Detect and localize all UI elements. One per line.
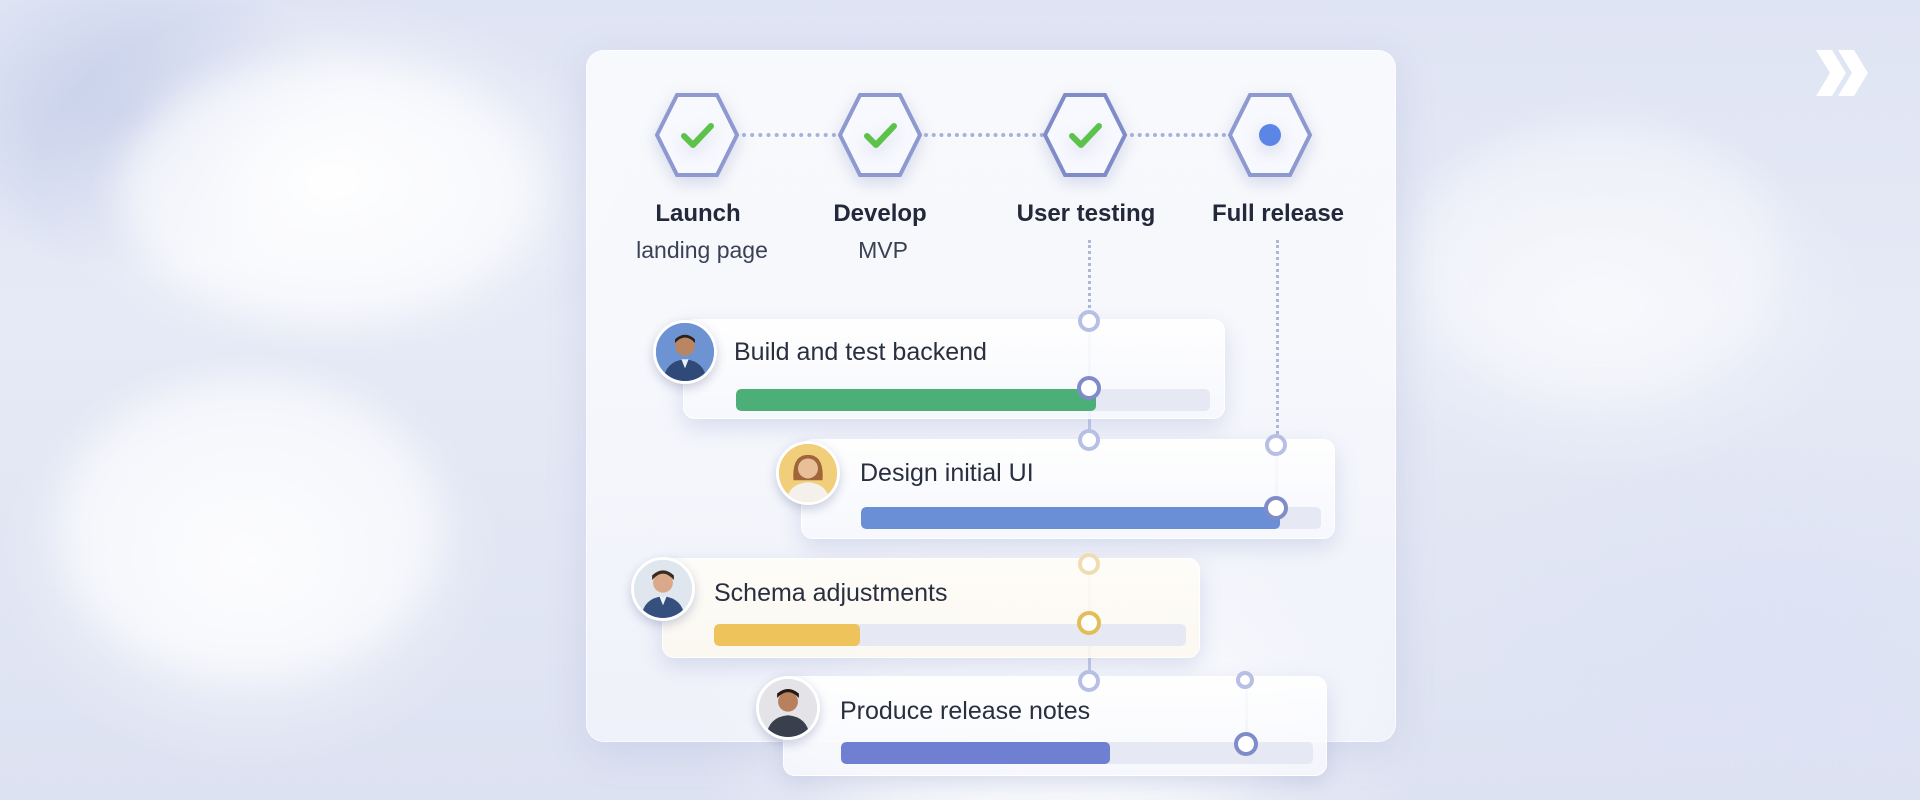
background-cloud xyxy=(60,380,440,680)
double-chevron-right-icon[interactable] xyxy=(1812,46,1872,100)
timeline-node[interactable] xyxy=(1265,434,1287,456)
milestone-guide-user-testing xyxy=(1088,240,1091,320)
timeline-node[interactable] xyxy=(1236,671,1254,689)
task-progress-fill xyxy=(714,624,861,646)
task-progress-track xyxy=(714,624,1186,646)
task-progress-track xyxy=(841,742,1313,764)
milestone-launch[interactable] xyxy=(653,91,741,179)
task-label: Schema adjustments xyxy=(714,579,948,607)
task-label: Design initial UI xyxy=(860,459,1034,487)
milestone-title: User testing xyxy=(1016,200,1156,227)
task-progress-fill xyxy=(841,742,1111,764)
task-label: Build and test backend xyxy=(734,338,987,366)
timeline-node[interactable] xyxy=(1078,429,1100,451)
timeline-node-progress[interactable] xyxy=(1264,496,1288,520)
timeline-node[interactable] xyxy=(1078,310,1100,332)
timeline-node-progress[interactable] xyxy=(1234,732,1258,756)
check-icon xyxy=(681,123,714,148)
task-progress-track xyxy=(736,389,1210,411)
check-icon xyxy=(1069,123,1102,148)
milestone-connector xyxy=(1130,133,1226,137)
task-label: Produce release notes xyxy=(840,697,1091,725)
milestone-connector xyxy=(924,133,1044,137)
check-icon xyxy=(864,123,897,148)
timeline-node[interactable] xyxy=(1078,670,1100,692)
milestone-guide-full-release xyxy=(1276,240,1279,445)
milestone-subtitle: MVP xyxy=(858,237,908,263)
task-progress-fill xyxy=(736,389,1097,411)
milestone-develop[interactable] xyxy=(836,91,924,179)
milestone-subtitle: landing page xyxy=(636,237,768,263)
timeline-node[interactable] xyxy=(1078,553,1100,575)
man-avatar xyxy=(653,320,717,384)
milestone-title: Full release xyxy=(1211,200,1345,227)
task-progress-fill xyxy=(861,507,1280,529)
milestone-connector xyxy=(742,133,836,137)
woman-avatar xyxy=(776,441,840,505)
timeline-node-progress[interactable] xyxy=(1077,376,1101,400)
milestone-user-testing[interactable] xyxy=(1041,91,1129,179)
background-cloud xyxy=(120,60,540,320)
milestone-title: Launch xyxy=(655,200,741,227)
background-cloud xyxy=(1420,120,1780,400)
task-progress-track xyxy=(861,507,1321,529)
milestone-title: Develop xyxy=(833,200,927,227)
man-avatar xyxy=(756,676,820,740)
milestone-full-release[interactable] xyxy=(1226,91,1314,179)
man-avatar xyxy=(631,557,695,621)
timeline-node-progress[interactable] xyxy=(1077,611,1101,635)
dot-icon xyxy=(1259,124,1281,146)
